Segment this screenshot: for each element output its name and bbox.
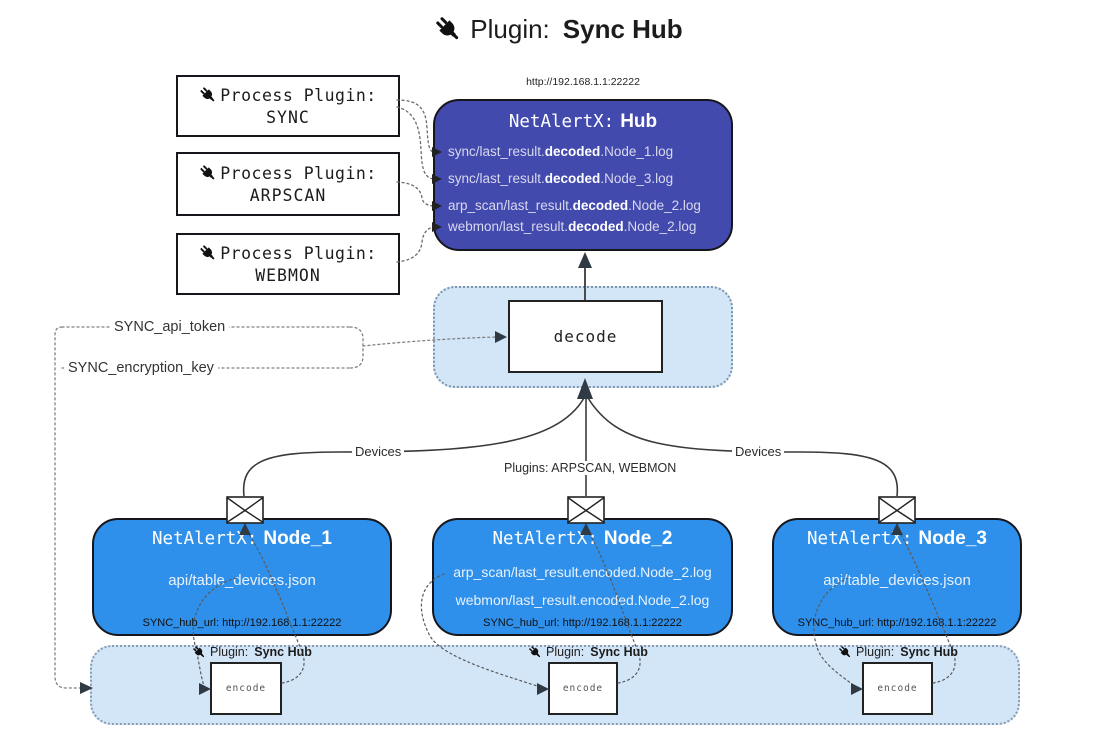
- node-title: NetAlertX:Node_2: [492, 528, 673, 549]
- devices-left-label: Devices: [352, 444, 405, 459]
- process-plugin-label: Process Plugin:: [220, 243, 377, 263]
- edge-devices-left: [242, 397, 585, 497]
- devices-right-label: Devices: [732, 444, 785, 459]
- hub-log-line: arp_scan/last_result.decoded.Node_2.log: [448, 198, 701, 213]
- connector-webmon-to-line4: [396, 226, 434, 263]
- title-name: Sync Hub: [562, 14, 683, 44]
- sync-group-label: Plugin:Sync Hub: [528, 644, 648, 660]
- sync-api-token-label: SYNC_api_token: [110, 319, 230, 335]
- connector-sync-to-line1: [396, 99, 434, 153]
- sync-group-label: Plugin:Sync Hub: [192, 644, 312, 660]
- connector-arpscan-to-line3: [396, 181, 434, 207]
- key-left-vertical: [54, 326, 81, 689]
- node-file-line: api/table_devices.json: [823, 572, 971, 589]
- envelope-icon: [226, 496, 264, 524]
- process-plugin-name: ARPSCAN: [249, 185, 327, 205]
- envelope-icon: [567, 496, 605, 524]
- title-prefix: Plugin:: [470, 14, 550, 44]
- process-plugin-webmon-box: Process Plugin: WEBMON: [176, 233, 400, 295]
- hub-log-line: sync/last_result.decoded.Node_3.log: [448, 171, 674, 186]
- plug-icon: [199, 86, 218, 105]
- process-plugin-name: SYNC: [266, 107, 310, 127]
- sync-group-label: Plugin:Sync Hub: [838, 644, 958, 660]
- sync-encryption-key-label: SYNC_encryption_key: [64, 360, 218, 376]
- key-bracket: [349, 326, 364, 369]
- hub-title: NetAlertX:Hub: [435, 111, 731, 133]
- process-plugin-name: WEBMON: [255, 265, 321, 285]
- arrowhead-up: [578, 252, 592, 268]
- node-hub-url: SYNC_hub_url: http://192.168.1.1:22222: [142, 617, 342, 629]
- hub-log-line: webmon/last_result.decoded.Node_2.log: [448, 219, 697, 234]
- plug-icon: [838, 645, 853, 660]
- plug-icon: [199, 164, 218, 183]
- hub-url-label: http://192.168.1.1:22222: [526, 76, 640, 88]
- node-file-line: api/table_devices.json: [168, 572, 316, 589]
- node-1-box: NetAlertX:Node_1 api/table_devices.json …: [92, 518, 392, 636]
- hub-title-prefix: NetAlertX:: [508, 112, 615, 132]
- node-hub-url: SYNC_hub_url: http://192.168.1.1:22222: [797, 617, 997, 629]
- node-title: NetAlertX:Node_3: [807, 528, 987, 549]
- plug-icon: [199, 244, 218, 263]
- encode-box: encode: [862, 662, 933, 715]
- envelope-icon: [878, 496, 916, 524]
- decode-box: decode: [508, 300, 663, 373]
- encode-box: encode: [210, 662, 282, 715]
- plug-icon: [528, 645, 543, 660]
- process-plugin-sync-box: Process Plugin: SYNC: [176, 75, 400, 137]
- connector-sync-to-line2: [396, 106, 434, 180]
- plug-icon: [434, 15, 464, 45]
- node-hub-url: SYNC_hub_url: http://192.168.1.1:22222: [483, 617, 682, 629]
- hub-log-line: sync/last_result.decoded.Node_1.log: [448, 144, 674, 159]
- node-file-line: webmon/last_result.encoded.Node_2.log: [455, 592, 710, 608]
- plugins-mid-label: Plugins: ARPSCAN, WEBMON: [501, 461, 680, 475]
- process-plugin-arpscan-box: Process Plugin: ARPSCAN: [176, 152, 400, 216]
- process-plugin-label: Process Plugin:: [220, 163, 377, 183]
- hub-box: NetAlertX:Hub sync/last_result.decoded.N…: [433, 99, 733, 251]
- plug-icon: [192, 645, 207, 660]
- encode-box: encode: [548, 662, 618, 715]
- hub-title-name: Hub: [620, 111, 658, 132]
- node-file-line: arp_scan/last_result.encoded.Node_2.log: [453, 564, 712, 580]
- process-plugin-label: Process Plugin:: [220, 85, 377, 105]
- page-title: Plugin: Sync Hub: [0, 14, 1117, 45]
- node-title: NetAlertX:Node_1: [152, 528, 332, 549]
- node-3-box: NetAlertX:Node_3 api/table_devices.json …: [772, 518, 1022, 636]
- node-2-box: NetAlertX:Node_2 arp_scan/last_result.en…: [432, 518, 733, 636]
